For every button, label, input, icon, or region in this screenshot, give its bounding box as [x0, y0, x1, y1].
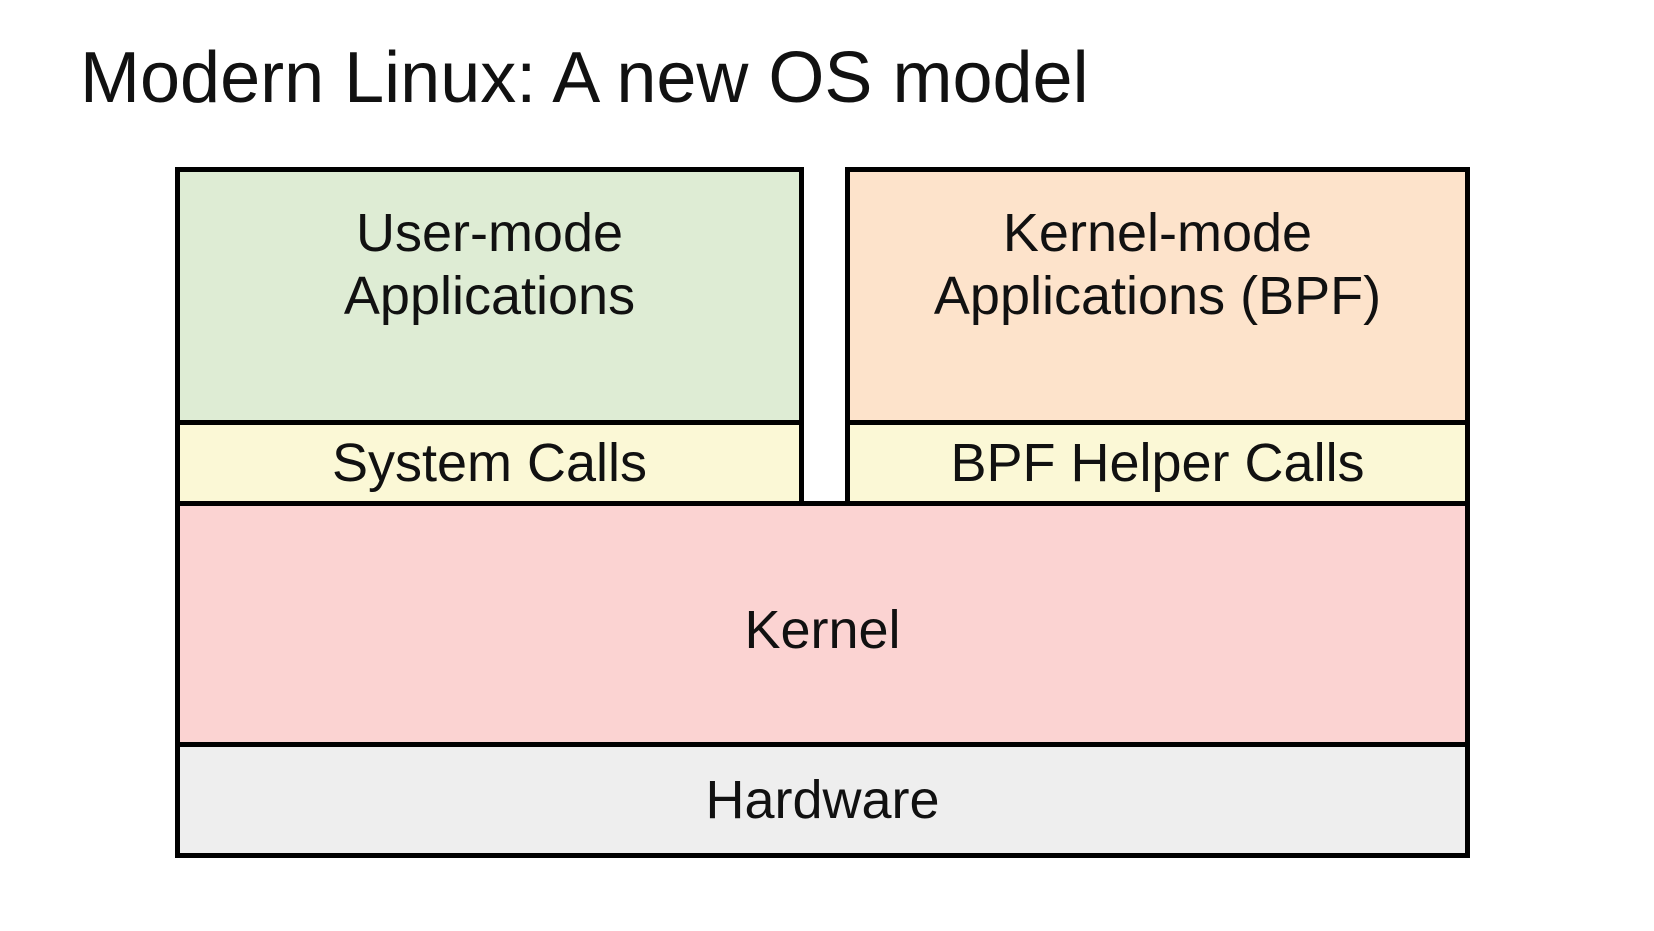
kernel-mode-applications-label: Kernel-mode Applications (BPF): [933, 203, 1382, 326]
box-user-mode-applications: User-mode Applications: [175, 167, 804, 425]
kernel-label: Kernel: [744, 599, 901, 660]
bpf-helper-calls-label: BPF Helper Calls: [950, 432, 1365, 493]
box-hardware: Hardware: [175, 742, 1470, 858]
box-system-calls: System Calls: [175, 420, 804, 506]
box-bpf-helper-calls: BPF Helper Calls: [845, 420, 1470, 506]
user-mode-applications-label: User-mode Applications: [343, 203, 636, 326]
hardware-label: Hardware: [705, 769, 940, 830]
box-kernel: Kernel: [175, 501, 1470, 747]
slide-title: Modern Linux: A new OS model: [80, 38, 1089, 118]
system-calls-label: System Calls: [331, 432, 648, 493]
box-kernel-mode-applications: Kernel-mode Applications (BPF): [845, 167, 1470, 425]
